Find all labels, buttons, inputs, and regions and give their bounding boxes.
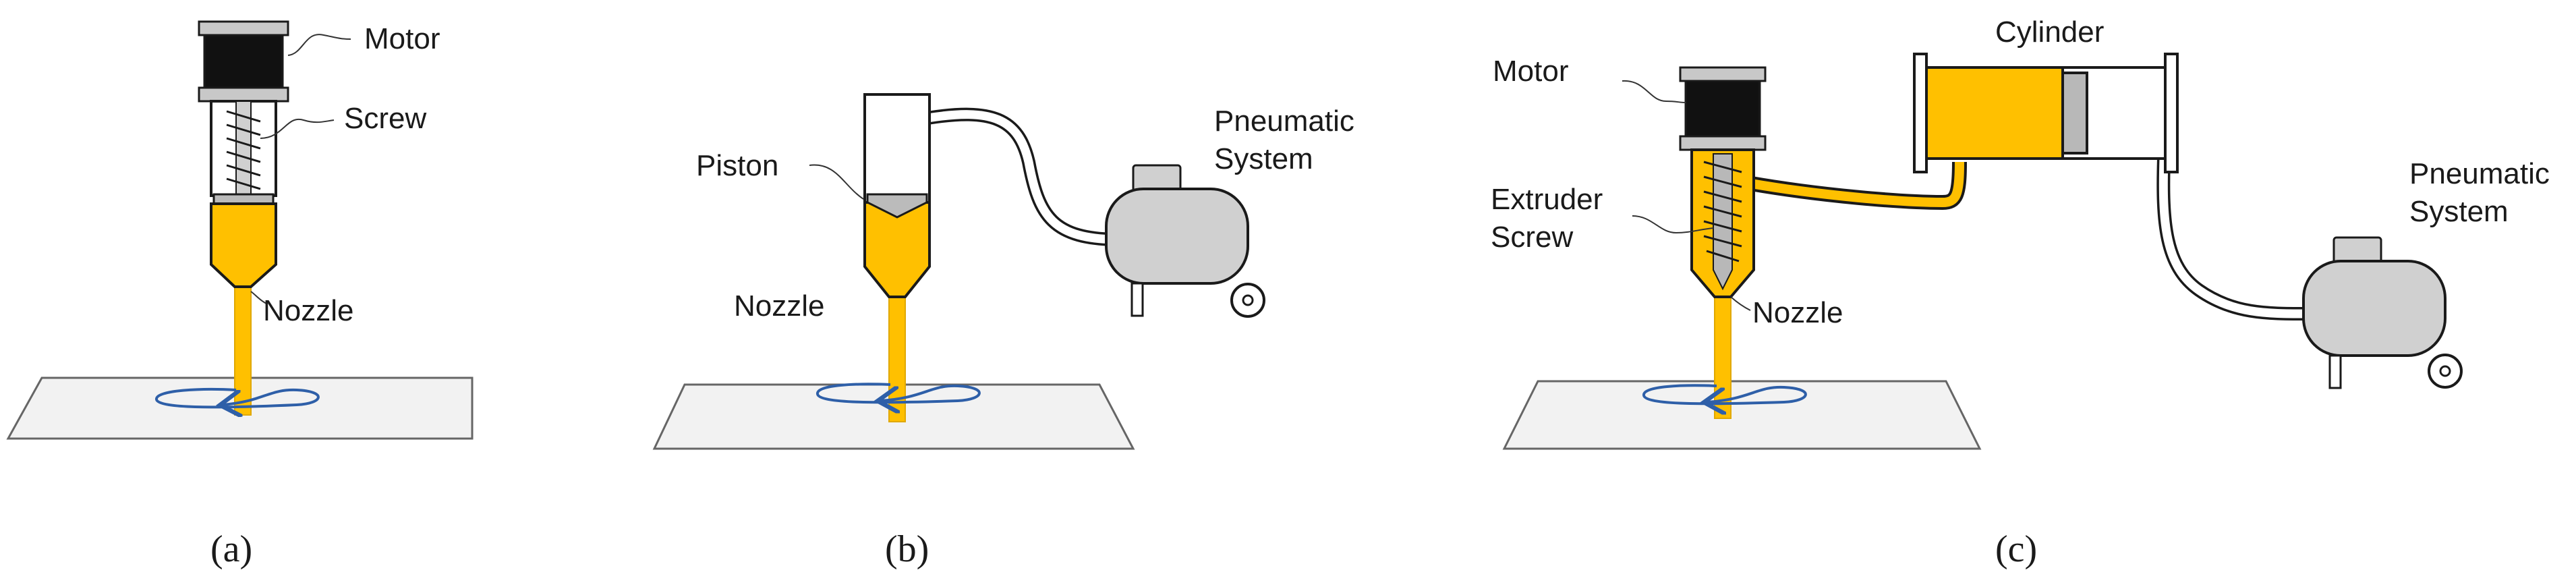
- label-pneumatic-1: Pneumatic: [1214, 105, 1354, 138]
- label-motor: Motor: [1493, 55, 1568, 88]
- cylinder-material: [1924, 66, 2064, 160]
- label-pneumatic-1: Pneumatic: [2409, 157, 2550, 190]
- motor-bottom-cap: [198, 86, 289, 103]
- panel-a: Motor Screw Nozzle (a): [6, 20, 474, 570]
- compressor-tank: [2302, 260, 2446, 357]
- panel-b: Piston Nozzle Pneumatic System (b): [652, 93, 1354, 570]
- piston: [866, 193, 928, 219]
- compressor-handle: [2332, 236, 2382, 264]
- motor: [1684, 80, 1761, 138]
- material-chamber: [210, 202, 277, 288]
- compressor-tank: [1105, 188, 1249, 285]
- nozzle-leader: [1730, 296, 1751, 311]
- cylinder-cap-right: [2164, 53, 2179, 173]
- cylinder-piston: [2061, 72, 2088, 155]
- air-hose-inner: [2158, 158, 2308, 318]
- air-hose: [2156, 158, 2308, 320]
- caption-c: (c): [1995, 528, 2037, 570]
- label-pneumatic-2: System: [2409, 195, 2509, 228]
- extruder-leader: [1632, 215, 1714, 234]
- material-chamber: [863, 201, 931, 298]
- label-extruder-1: Extruder: [1491, 183, 1603, 216]
- label-nozzle: Nozzle: [1752, 296, 1843, 329]
- piston-leader: [809, 164, 864, 200]
- compressor-foot: [2328, 354, 2342, 389]
- build-plate: [1502, 380, 1982, 450]
- cylinder-cap-left: [1913, 53, 1928, 173]
- screw-leader: [260, 118, 335, 139]
- plunger-plate: [212, 193, 275, 205]
- extruder-screw: [1713, 153, 1733, 291]
- print-path: [1642, 384, 1807, 403]
- motor-bottom-cap: [1679, 135, 1767, 151]
- motor: [203, 34, 284, 89]
- syringe-barrel: [863, 93, 931, 204]
- caption-a: (a): [210, 528, 252, 570]
- motor-top-cap: [198, 20, 289, 36]
- motor-leader: [1622, 80, 1686, 103]
- label-screw: Screw: [344, 102, 426, 135]
- air-hose-inner: [926, 110, 1120, 244]
- print-path: [155, 387, 320, 407]
- label-piston: Piston: [696, 149, 778, 182]
- compressor-wheel-hub: [1242, 294, 1254, 306]
- compressor-wheel-hub: [2439, 365, 2451, 377]
- motor-leader: [287, 34, 351, 56]
- label-cylinder: Cylinder: [1995, 16, 2104, 49]
- motor-top-cap: [1679, 66, 1767, 82]
- caption-b: (b): [885, 528, 929, 570]
- compressor-foot: [1130, 282, 1144, 317]
- extruder-screw-thread: [1703, 161, 1742, 262]
- label-extruder-2: Screw: [1491, 221, 1573, 254]
- air-hose: [926, 107, 1120, 246]
- material-feed-hose-inner: [1750, 161, 1964, 208]
- label-nozzle: Nozzle: [734, 289, 825, 323]
- screw-thread: [226, 110, 261, 190]
- label-nozzle: Nozzle: [263, 294, 354, 327]
- nozzle-leader: [250, 291, 267, 304]
- label-motor: Motor: [364, 22, 440, 55]
- panel-c: Motor Cylinder Extruder Screw Nozzle Pne…: [1491, 16, 2550, 570]
- label-pneumatic-2: System: [1214, 142, 1313, 175]
- compressor-handle: [1132, 164, 1182, 192]
- filament: [234, 286, 252, 416]
- print-path: [816, 383, 981, 402]
